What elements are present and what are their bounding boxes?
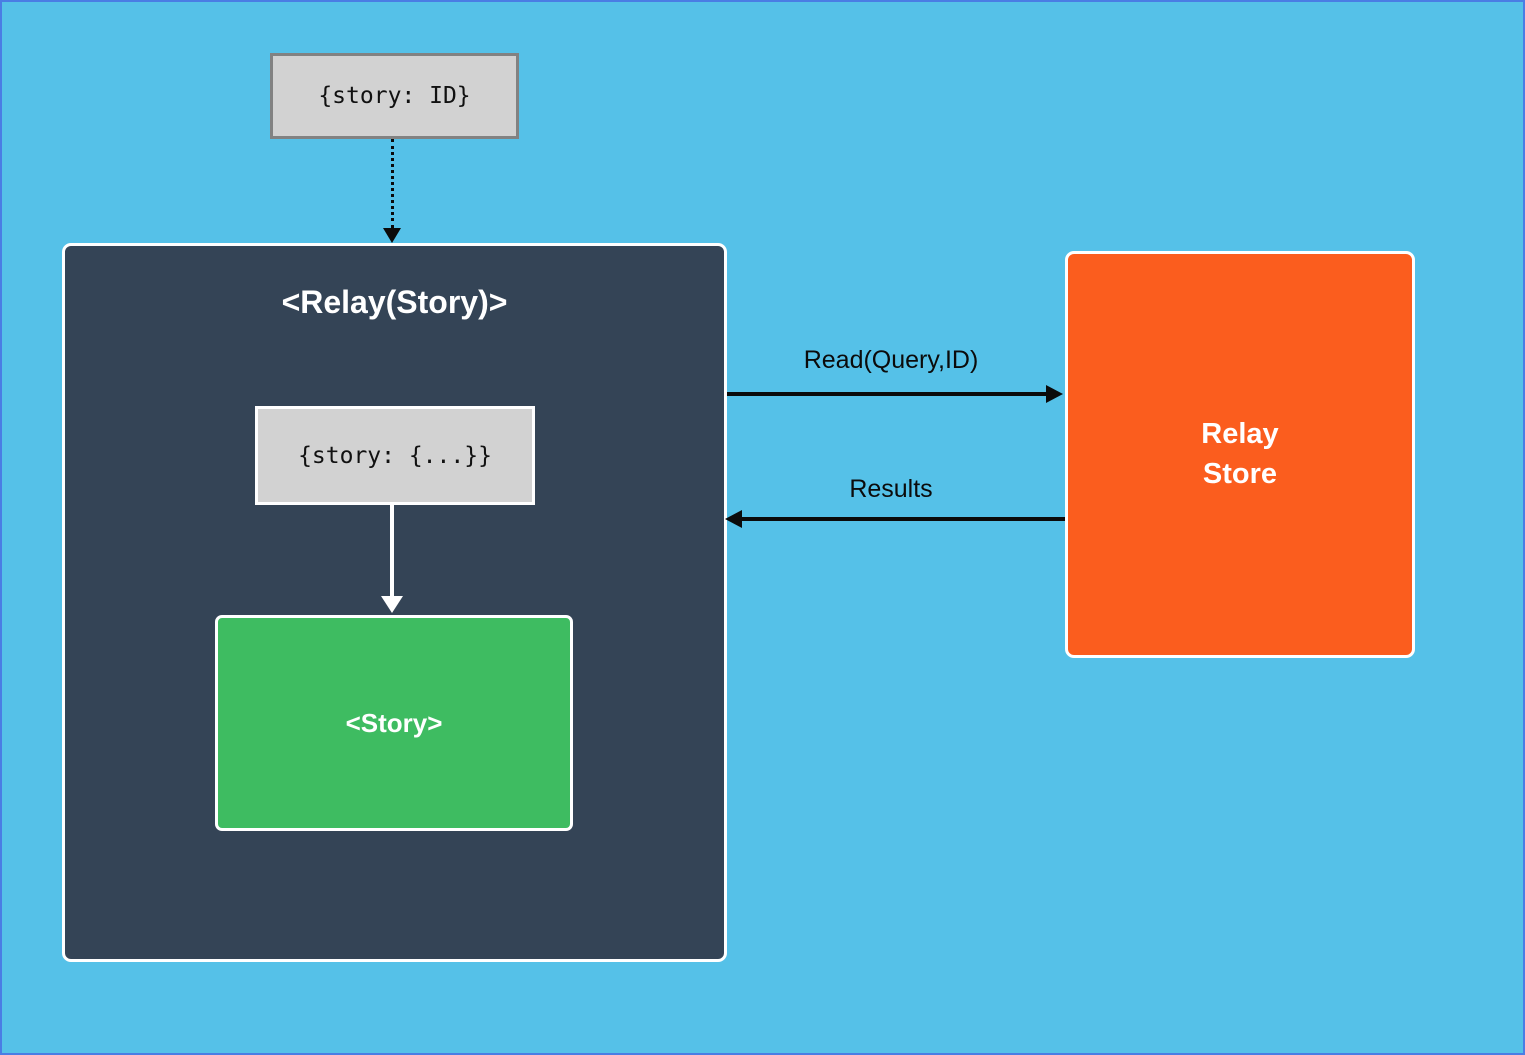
relay-store-title-line2: Store — [1202, 457, 1278, 490]
props-to-relay-arrowhead-icon — [383, 228, 401, 243]
resolved-to-story-arrow-line — [390, 504, 394, 596]
relay-store-node: Relay Store — [1065, 251, 1415, 658]
relay-store-title: Relay Store — [1201, 415, 1278, 493]
props-input-node: {story: ID} — [270, 53, 519, 139]
relay-container-node: <Relay(Story)> {story: {...}} <Story> — [62, 243, 727, 962]
relay-store-title-line1: Relay — [1201, 418, 1279, 451]
props-resolved-node: {story: {...}} — [255, 406, 535, 505]
props-input-label: {story: ID} — [318, 83, 471, 109]
story-label: <Story> — [345, 707, 443, 738]
results-arrow-line — [741, 517, 1065, 521]
props-resolved-label: {story: {...}} — [298, 442, 492, 469]
read-edge-label: Read(Query,ID) — [803, 346, 979, 374]
read-arrow-line — [727, 392, 1049, 396]
resolved-to-story-arrowhead-icon — [381, 596, 403, 613]
story-node: <Story> — [215, 615, 573, 831]
relay-container-title: <Relay(Story)> — [281, 284, 508, 320]
results-edge-label: Results — [849, 475, 933, 503]
results-arrowhead-icon — [725, 510, 742, 528]
props-to-relay-arrow-line — [391, 139, 394, 228]
read-arrowhead-icon — [1046, 385, 1063, 403]
